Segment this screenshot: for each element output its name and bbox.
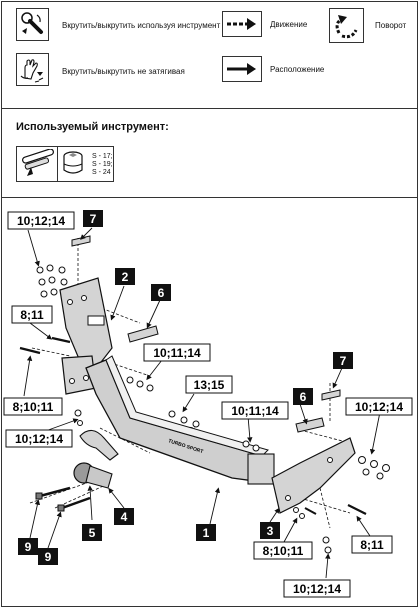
svg-text:9: 9: [25, 540, 32, 554]
part-label-6-left: 6: [151, 284, 171, 301]
svg-text:10;12;14: 10;12;14: [355, 400, 403, 414]
svg-text:8;10;11: 8;10;11: [263, 544, 304, 558]
part-label-9-b: 9: [38, 548, 58, 565]
part-label-2: 2: [115, 268, 135, 285]
legend-placement: Расположение: [270, 65, 325, 74]
bolts: [19, 336, 367, 515]
tools-box: S - 17; S - 19; S - 24: [16, 146, 114, 182]
part-label-7-right: 7: [333, 352, 353, 369]
wrench-icon: [16, 8, 49, 41]
legend-hand-tighten: Вкрутить/выкрутить не затягивая: [62, 67, 185, 76]
svg-text:8;11: 8;11: [20, 308, 44, 322]
svg-text:10;11;14: 10;11;14: [153, 346, 201, 360]
svg-text:4: 4: [121, 510, 128, 524]
svg-text:10;12;14: 10;12;14: [17, 214, 65, 228]
label-10-12-14-topleft: 10;12;14: [7, 211, 75, 230]
rotate-arrow-icon: [329, 8, 364, 43]
legend-rotation: Поворот: [375, 21, 407, 30]
svg-text:13;15: 13;15: [194, 378, 225, 392]
svg-text:1: 1: [203, 526, 210, 540]
label-8-10-11-right: 8;10;11: [253, 541, 313, 560]
part-label-5: 5: [82, 524, 102, 541]
svg-text:3: 3: [267, 524, 274, 538]
tow-ball: [73, 429, 119, 489]
part-label-9-a: 9: [18, 538, 38, 555]
label-8-11-left: 8;11: [11, 305, 53, 324]
socket-size-17: S - 17;: [92, 153, 113, 160]
solid-arrow-icon: [222, 56, 262, 82]
label-10-11-14-a: 10;11;14: [143, 343, 211, 362]
leader-lines: [23, 227, 381, 579]
hardware-clusters: [36, 264, 390, 554]
svg-text:5: 5: [89, 526, 96, 540]
socket-size-19: S - 19;: [92, 161, 113, 168]
part-label-4: 4: [114, 508, 134, 525]
svg-text:2: 2: [122, 270, 129, 284]
part-label-7-left: 7: [83, 210, 103, 227]
part-label-1: 1: [196, 524, 216, 541]
svg-text:8;10;11: 8;10;11: [13, 400, 54, 414]
svg-text:7: 7: [340, 354, 347, 368]
ratchet-wrench-icon: [22, 149, 54, 176]
part-label-3: 3: [260, 522, 280, 539]
right-bracket: [271, 437, 356, 514]
label-8-11-right: 8;11: [351, 535, 393, 554]
socket-head-icon: [63, 151, 83, 174]
svg-text:7: 7: [90, 212, 97, 226]
label-13-15: 13;15: [185, 375, 233, 394]
label-8-10-11-left: 8;10;11: [3, 397, 63, 416]
divider-legend: [1, 108, 418, 109]
svg-text:6: 6: [158, 286, 165, 300]
socket-size-24: S - 24: [92, 169, 111, 176]
tools-title: Используемый инструмент:: [16, 121, 169, 133]
svg-text:8;11: 8;11: [360, 538, 384, 552]
dashed-arrow-icon: [222, 11, 262, 37]
svg-text:9: 9: [45, 550, 52, 564]
svg-text:10;12;14: 10;12;14: [293, 582, 341, 596]
label-10-12-14-right: 10;12;14: [345, 397, 413, 416]
label-10-12-14-left: 10;12;14: [5, 429, 73, 448]
assembly-diagram: TURBO SPORT: [3, 210, 413, 598]
label-10-12-14-bottom: 10;12;14: [283, 579, 351, 598]
hand-icon: [16, 53, 49, 86]
svg-text:10;12;14: 10;12;14: [15, 432, 63, 446]
svg-text:10;11;14: 10;11;14: [231, 404, 279, 418]
svg-text:6: 6: [300, 390, 307, 404]
legend-tool-tighten: Вкрутить/выкрутить используя инструмент: [62, 21, 221, 30]
divider-tools: [1, 197, 418, 198]
part-label-6-right: 6: [293, 388, 313, 405]
label-10-11-14-b: 10;11;14: [221, 401, 289, 420]
legend-movement: Движение: [270, 20, 308, 29]
main-crossbar: TURBO SPORT: [85, 355, 275, 485]
